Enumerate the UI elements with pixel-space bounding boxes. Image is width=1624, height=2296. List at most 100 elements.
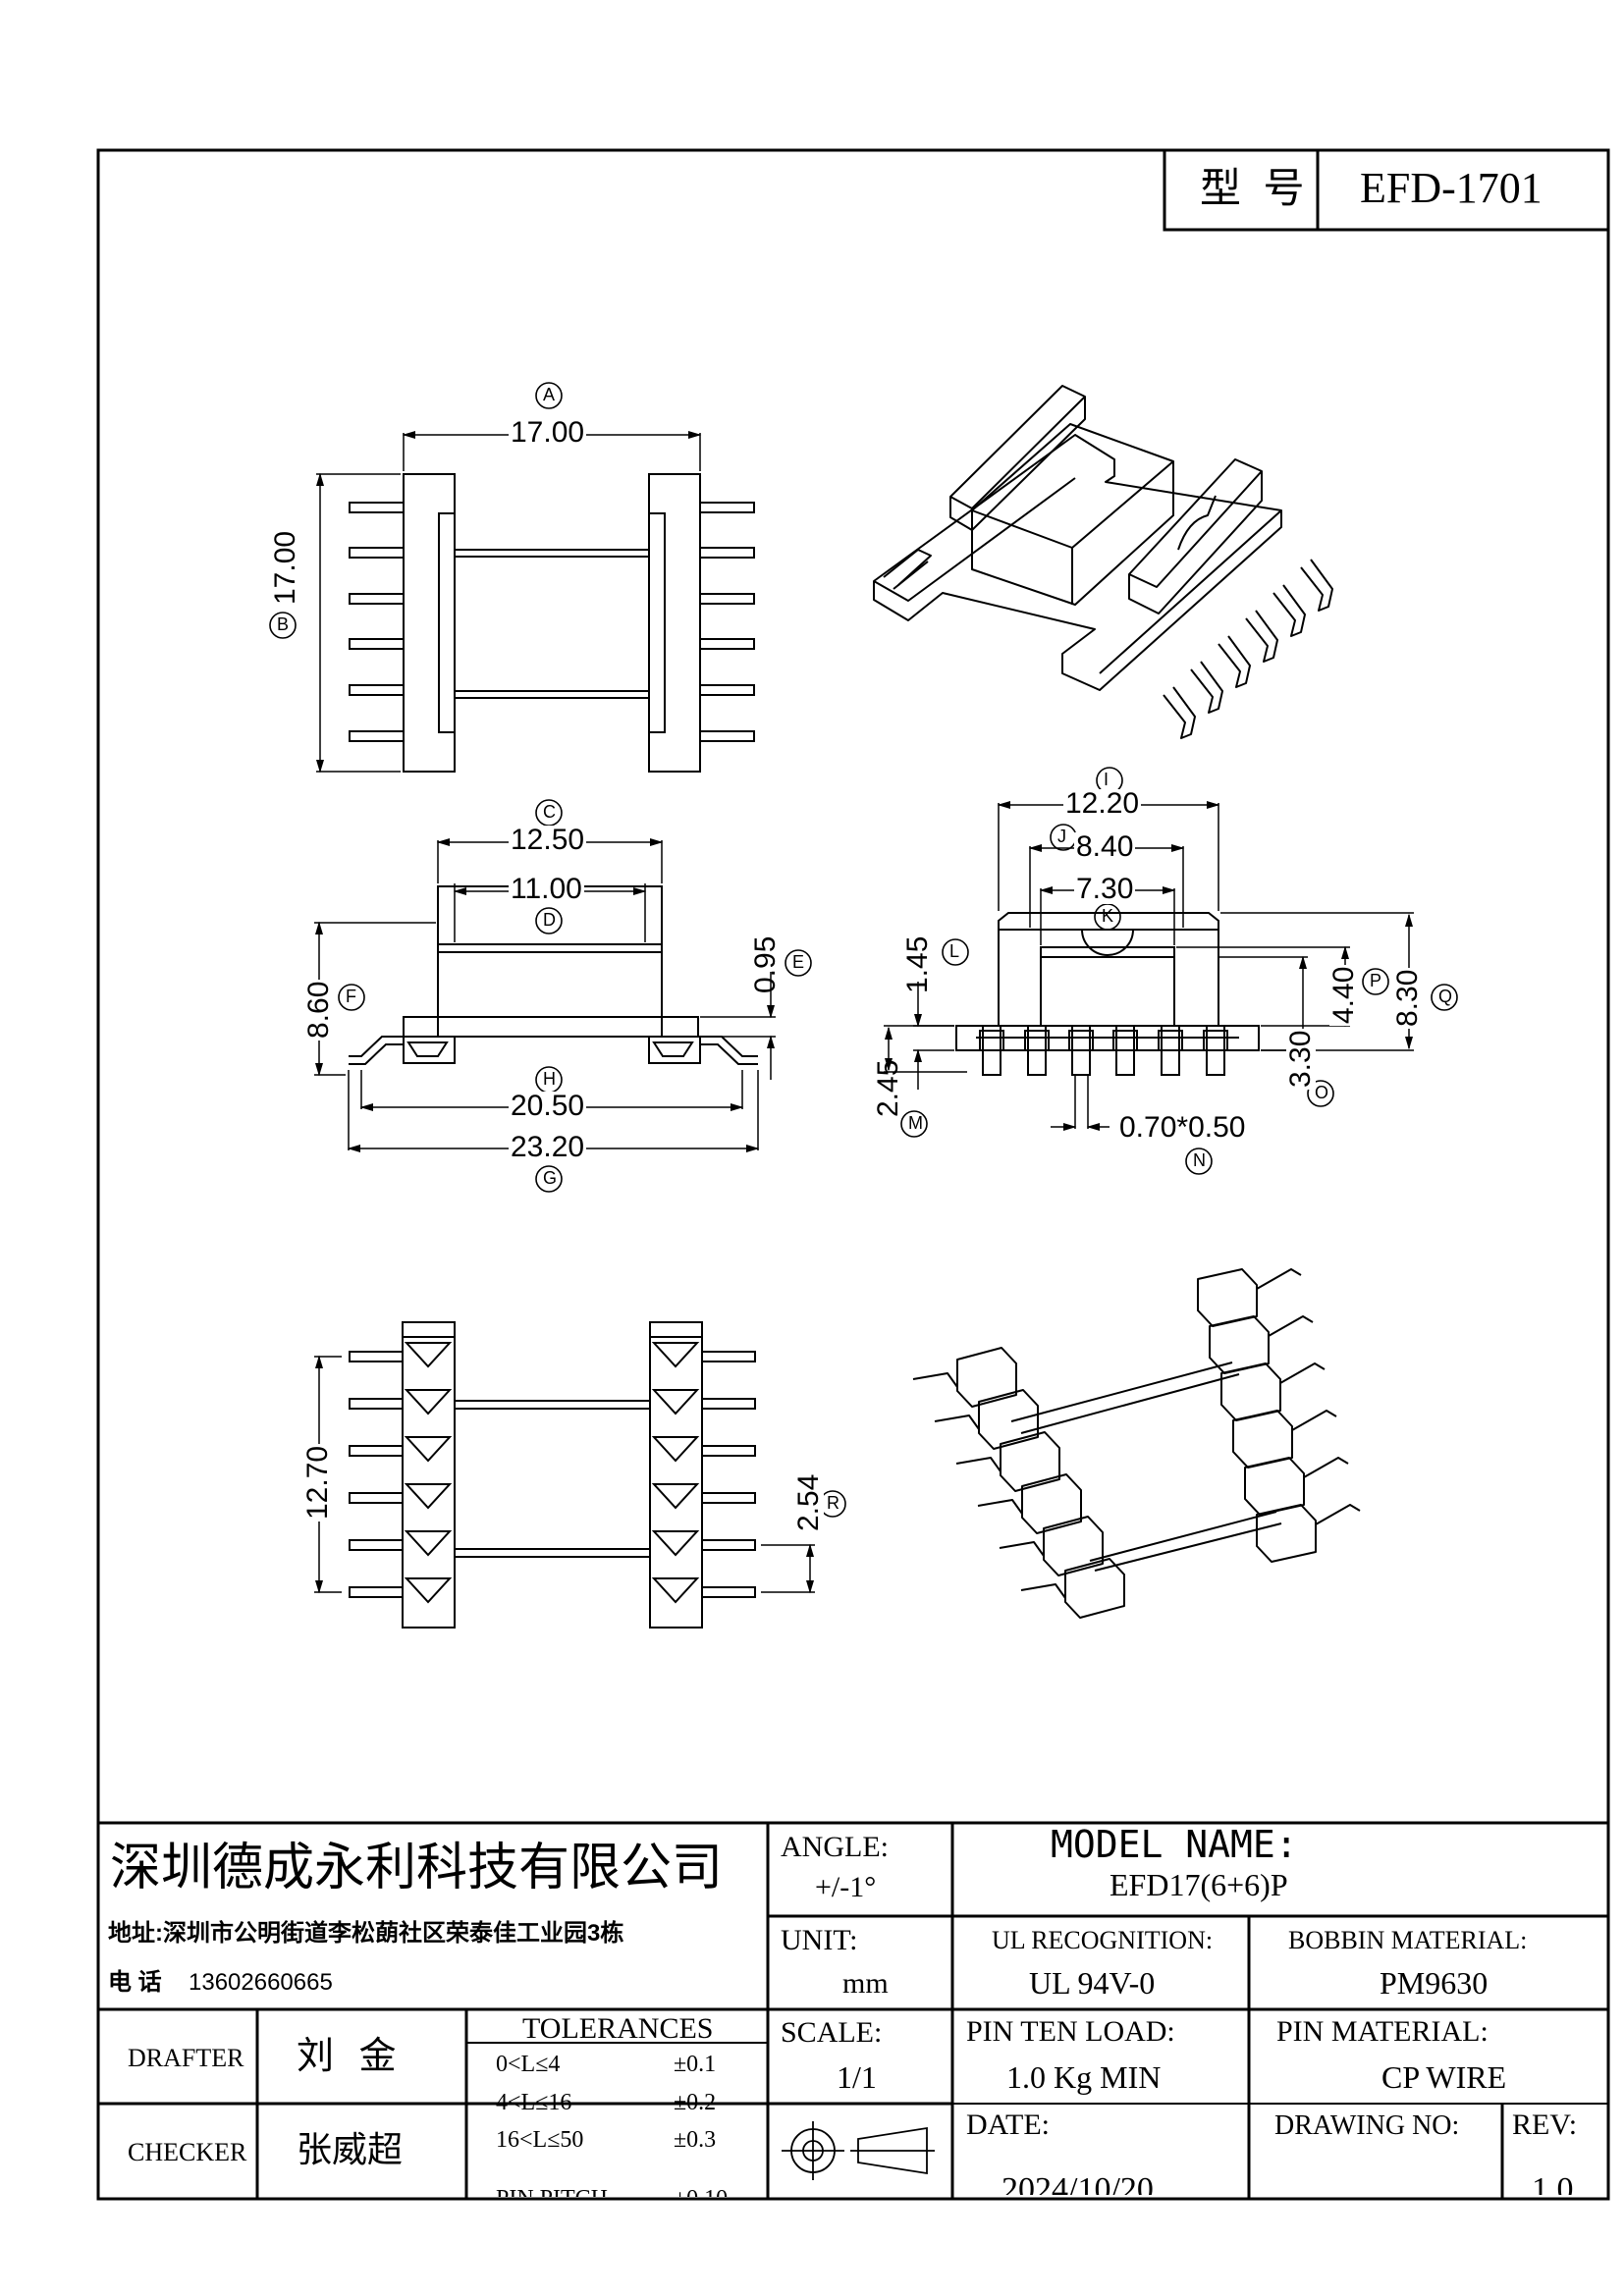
- iso-pin: [1256, 1268, 1302, 1290]
- dimension-letter-circle: [1362, 968, 1389, 995]
- checker-name: 张威超: [297, 2130, 404, 2169]
- dim-a-value: 17.00: [509, 416, 587, 449]
- dim-e-letter: E: [792, 952, 805, 972]
- dimension-letter-circle: [1185, 1148, 1213, 1175]
- iso-bobbin-block: [1000, 1431, 1060, 1492]
- iso-bobbin-block: [1043, 1516, 1104, 1576]
- pin: [349, 1586, 404, 1598]
- iso-bobbin-block: [1064, 1558, 1125, 1619]
- dimension-letter-circle: [338, 984, 365, 1011]
- dim-d-value: 11.00: [509, 873, 584, 905]
- unit-label: UNIT:: [781, 1924, 858, 1956]
- dimension-letter-circle: [1094, 903, 1121, 931]
- rev-value-clip: 1.0: [1504, 2150, 1606, 2196]
- iso-view-bottom: [912, 1268, 1361, 1619]
- pin: [701, 1586, 756, 1598]
- pin: [349, 1539, 404, 1551]
- dim-i-letter: I: [1104, 770, 1110, 789]
- model-label: 型 号: [1200, 167, 1311, 212]
- iso-pin: [955, 1457, 1001, 1472]
- dim-h-letter: H: [543, 1069, 556, 1089]
- iso-pin: [1218, 635, 1251, 688]
- dim-d-letter: D: [543, 910, 556, 930]
- bobbin-material-value: PM9630: [1380, 1965, 1489, 2001]
- tolerance-value-1: ±0.1: [674, 2052, 717, 2077]
- iso-bobbin-block: [1256, 1504, 1317, 1563]
- dimension-letter-circle: [535, 382, 563, 409]
- pin-material-value: CP WIRE: [1381, 2059, 1507, 2095]
- iso-bobbin-block: [1021, 1473, 1082, 1534]
- dim-c-letter: C: [543, 802, 556, 822]
- dim-a-letter: A: [543, 385, 556, 404]
- side-pin: [1206, 1025, 1225, 1076]
- side-pin-clip: [1068, 1030, 1094, 1050]
- dimension-letter-circle: [1431, 984, 1458, 1011]
- pin-tooth: [404, 1530, 453, 1557]
- dim-p-letter: P: [1370, 971, 1382, 990]
- model-box: [1163, 148, 1610, 232]
- date-label: DATE:: [966, 2109, 1050, 2141]
- model-number: EFD-1701: [1360, 164, 1543, 212]
- pin: [349, 547, 405, 559]
- pin-tooth: [651, 1530, 700, 1557]
- iso-bobbin-block: [978, 1389, 1039, 1450]
- unit-value: mm: [842, 1967, 889, 2000]
- pin: [699, 547, 755, 559]
- iso-pin: [934, 1415, 980, 1430]
- side-pin: [1071, 1025, 1091, 1076]
- iso-view-top: [873, 385, 1333, 739]
- iso-bobbin-block: [1209, 1315, 1270, 1374]
- side-pin-clip: [1158, 1030, 1183, 1050]
- scale-label: SCALE:: [781, 2016, 883, 2049]
- iso-pin: [1245, 610, 1278, 663]
- pin-tooth: [651, 1342, 700, 1368]
- dim-p-value: 4.40: [1327, 964, 1360, 1026]
- tolerance-value-3: ±0.3: [674, 2127, 717, 2153]
- dim-r-value: 2.54: [792, 1471, 825, 1533]
- dim-o-value: 3.30: [1284, 1028, 1317, 1090]
- pin: [349, 1351, 404, 1362]
- pin-tooth: [404, 1342, 453, 1368]
- pin: [701, 1445, 756, 1457]
- dim-l-value: 1.45: [901, 935, 934, 993]
- dimension-letter-circle: [535, 907, 563, 934]
- dim-j-value: 8.40: [1074, 830, 1136, 863]
- bobbin-material-label: BOBBIN MATERIAL:: [1288, 1926, 1528, 1954]
- flange-cap: [402, 1321, 456, 1338]
- dimension-letter-circle: [269, 612, 297, 639]
- dim-q-letter: Q: [1438, 987, 1453, 1006]
- rev-label: REV:: [1512, 2109, 1578, 2141]
- tolerance-value-4: ±0.10: [674, 2187, 728, 2197]
- dim-q-value: 8.30: [1391, 967, 1424, 1029]
- ul-recognition-label: UL RECOGNITION:: [992, 1926, 1214, 1954]
- drafter-label: DRAFTER: [128, 2044, 244, 2072]
- iso-pin: [999, 1541, 1045, 1557]
- tolerances-title: TOLERANCES: [522, 2012, 714, 2045]
- model-name-value: EFD17(6+6)P: [1110, 1867, 1288, 1902]
- drawing-no-label: DRAWING NO:: [1274, 2110, 1460, 2141]
- dim-e-value: 0.95: [749, 935, 782, 993]
- company-name: 深圳德成永利科技有限公司: [110, 1841, 724, 1896]
- pin: [701, 1492, 756, 1504]
- dim-n-letter: N: [1193, 1150, 1206, 1170]
- top-view: [315, 430, 755, 774]
- pin-tooth: [404, 1436, 453, 1463]
- dimension-letter-circle: [900, 1110, 928, 1138]
- dim-pitch-span-value: 12.70: [301, 1443, 334, 1522]
- pin-tooth: [404, 1483, 453, 1510]
- dim-f-letter: F: [346, 987, 356, 1006]
- iso-pin: [1300, 559, 1333, 612]
- flange-cap: [649, 1321, 703, 1338]
- dim-n-value: 0.70*0.50: [1119, 1111, 1246, 1144]
- tolerance-value-2: ±0.2: [674, 2090, 717, 2115]
- sheet-border: [96, 148, 1610, 2201]
- side-pin: [982, 1025, 1001, 1076]
- title-block-grid: [98, 1821, 1608, 2199]
- pin: [699, 684, 755, 696]
- iso-pin: [1303, 1457, 1349, 1478]
- pin: [349, 638, 405, 650]
- iso-bobbin-block: [1244, 1457, 1305, 1516]
- dim-b-letter: B: [277, 614, 290, 634]
- pin-tooth: [651, 1389, 700, 1415]
